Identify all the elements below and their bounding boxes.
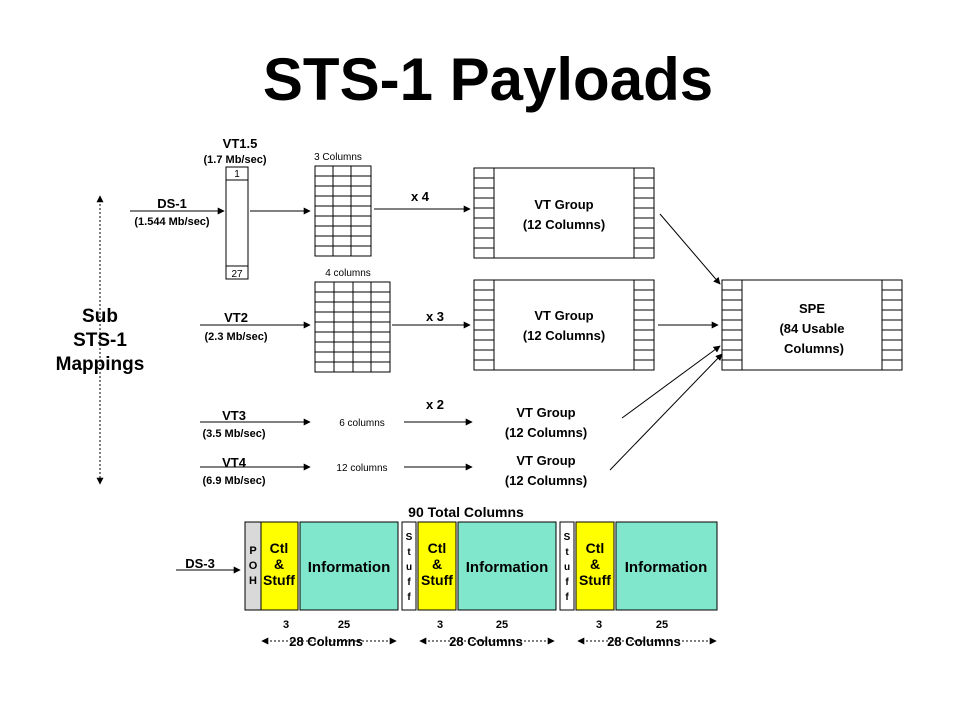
vt-group-4-line2: (12 Columns): [505, 473, 587, 488]
information-3-label: Information: [625, 559, 708, 576]
information-block-3: [615, 521, 718, 611]
ctl-3-cols: 3: [596, 619, 602, 631]
vt-group-box-2: VT Group (12 Columns): [473, 279, 655, 371]
stuff-column-2: [559, 521, 575, 611]
vt-group-4-to-spe-arrow: [609, 353, 723, 471]
ds1-label: DS-1: [157, 196, 187, 211]
page-title: STS-1 Payloads: [263, 46, 713, 113]
vt-group-2-line1: VT Group: [534, 308, 593, 323]
vt3-label: VT3: [222, 408, 246, 423]
ctl-2-cols: 3: [437, 619, 443, 631]
vt4-rate: (6.9 Mb/sec): [203, 475, 266, 487]
side-label-sts1: STS-1: [73, 330, 127, 351]
info-3-cols: 25: [656, 619, 668, 631]
ds3-total-columns: 90 Total Columns: [408, 504, 524, 520]
information-1-label: Information: [308, 559, 391, 576]
stuff-2-t: t: [565, 547, 569, 558]
vt15-grid: [314, 165, 372, 257]
ctl-3-label: Ctl: [586, 540, 605, 556]
ctl-2-amp: &: [432, 556, 442, 572]
vt-group-4-line1: VT Group: [516, 453, 575, 468]
info-2-cols: 25: [496, 619, 508, 631]
vt-group-3-to-spe-arrow: [621, 345, 721, 419]
vt-group-1-line2: (12 Columns): [523, 217, 605, 232]
spe-line1: SPE: [799, 301, 825, 316]
vt3-multiplier: x 2: [426, 397, 444, 412]
ctl-stuff-block-3: [575, 521, 615, 611]
side-label-sub: Sub: [82, 306, 118, 327]
vt15-rate: (1.7 Mb/sec): [204, 154, 267, 166]
stuff-1-u: u: [406, 562, 412, 573]
ctl-3-stuff: Stuff: [579, 572, 611, 588]
vt-group-box-1: VT Group (12 Columns): [473, 167, 655, 259]
stuff-1-f2: f: [407, 592, 411, 603]
vt3-rate: (3.5 Mb/sec): [203, 428, 266, 440]
stuff-2-s: S: [564, 532, 571, 543]
vt4-label: VT4: [222, 455, 247, 470]
stuff-1-t: t: [407, 547, 411, 558]
side-label-mappings: Mappings: [56, 354, 145, 375]
ctl-2-stuff: Stuff: [421, 572, 453, 588]
vt2-label: VT2: [224, 310, 248, 325]
vt2-rate: (2.3 Mb/sec): [205, 331, 268, 343]
stuff-2-f2: f: [565, 592, 569, 603]
ctl-stuff-block-2: [417, 521, 457, 611]
ctl-1-stuff: Stuff: [263, 572, 295, 588]
ctl-1-cols: 3: [283, 619, 289, 631]
vt-group-3-line1: VT Group: [516, 405, 575, 420]
vt15-row-27: 27: [231, 269, 243, 280]
vt2-multiplier: x 3: [426, 309, 444, 324]
stuff-column-1: [401, 521, 417, 611]
vt-group-1-line1: VT Group: [534, 197, 593, 212]
vt2-grid: [314, 281, 391, 373]
stuff-1-f1: f: [407, 577, 411, 588]
vt-group-1-to-spe-arrow: [659, 213, 721, 285]
poh-letter-o: O: [249, 560, 258, 572]
vt-group-3-line2: (12 Columns): [505, 425, 587, 440]
ctl-2-label: Ctl: [428, 540, 447, 556]
ctl-1-amp: &: [274, 556, 284, 572]
spe-box: SPE (84 Usable Columns): [721, 279, 903, 371]
poh-letter-h: H: [249, 575, 257, 587]
vt15-row-1: 1: [234, 169, 240, 180]
information-2-label: Information: [466, 559, 549, 576]
spe-line2: (84 Usable: [779, 321, 844, 336]
spe-line3: Columns): [784, 341, 844, 356]
vt-group-2-line2: (12 Columns): [523, 328, 605, 343]
vt2-columns-label: 4 columns: [325, 268, 371, 279]
group-1-cols: 28 Columns: [289, 634, 363, 649]
stuff-1-s: S: [406, 532, 413, 543]
vt15-columns-label: 3 Columns: [314, 152, 362, 163]
vt3-columns-label: 6 columns: [339, 418, 385, 429]
ctl-1-label: Ctl: [270, 540, 289, 556]
information-block-2: [457, 521, 557, 611]
vt15-column: [225, 166, 249, 280]
vt4-columns-label: 12 columns: [336, 463, 387, 474]
information-block-1: [299, 521, 399, 611]
info-1-cols: 25: [338, 619, 350, 631]
ds3-label: DS-3: [185, 556, 215, 571]
stuff-2-u: u: [564, 562, 570, 573]
group-3-cols: 28 Columns: [607, 634, 681, 649]
vt15-label: VT1.5: [223, 136, 258, 151]
stuff-2-f1: f: [565, 577, 569, 588]
vt15-multiplier: x 4: [411, 189, 430, 204]
ctl-3-amp: &: [590, 556, 600, 572]
ds1-rate: (1.544 Mb/sec): [134, 216, 210, 228]
poh-letter-p: P: [249, 545, 256, 557]
ctl-stuff-block-1: [260, 521, 299, 611]
group-2-cols: 28 Columns: [449, 634, 523, 649]
